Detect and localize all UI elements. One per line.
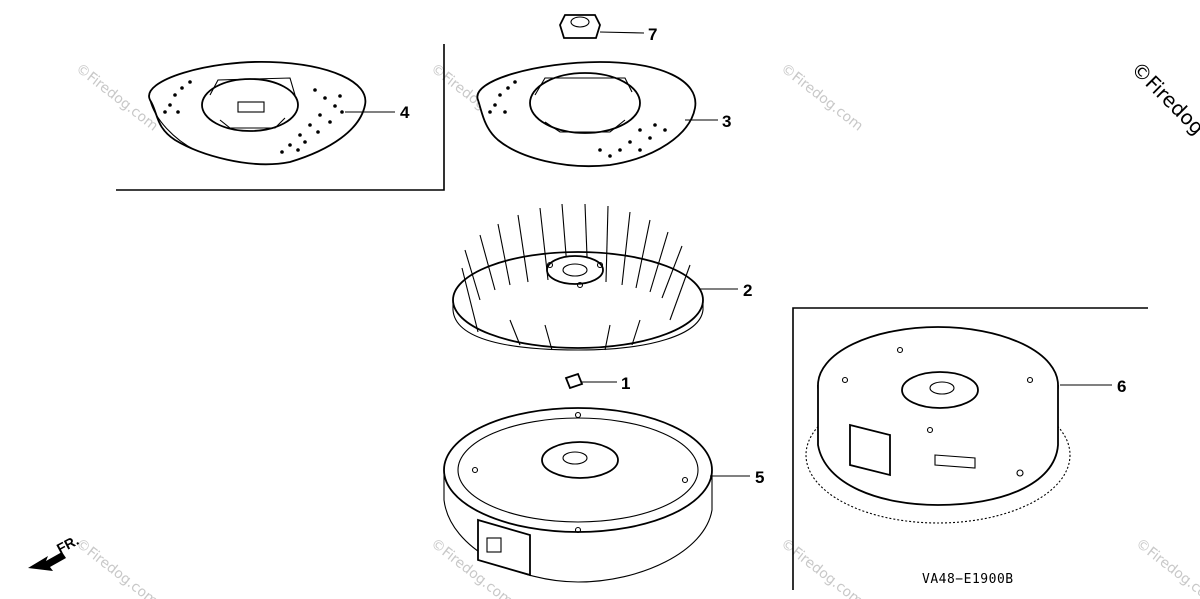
watermark: ©Firedog.com <box>73 61 161 135</box>
callout-7: 7 <box>648 25 657 44</box>
plate-3 <box>476 61 718 168</box>
front-arrow: FR. <box>28 532 81 571</box>
flywheel-5 <box>443 407 750 583</box>
watermark: ©Firedog.com <box>778 536 866 599</box>
watermark-corner: ©Firedog <box>1126 57 1200 140</box>
front-arrow-icon <box>28 552 66 571</box>
group-bracket-4 <box>116 44 445 191</box>
callout-1: 1 <box>621 374 630 393</box>
key-1 <box>564 372 617 390</box>
callout-3: 3 <box>722 112 731 131</box>
watermark: ©Firedog.com <box>1133 536 1200 599</box>
nut-7 <box>559 14 645 39</box>
callout-6: 6 <box>1117 377 1126 396</box>
callout-2: 2 <box>743 281 752 300</box>
flywheel-6 <box>805 326 1112 524</box>
watermark: ©Firedog.com <box>73 536 161 599</box>
callout-4: 4 <box>400 103 410 122</box>
fan-2 <box>452 203 738 351</box>
group-bracket-6 <box>792 307 1148 590</box>
watermark: ©Firedog.com <box>778 61 866 135</box>
plate-4 <box>148 61 395 166</box>
diagram-code: VA48−E1900B <box>922 572 1014 587</box>
callout-5: 5 <box>755 468 764 487</box>
front-label: FR. <box>54 532 81 557</box>
